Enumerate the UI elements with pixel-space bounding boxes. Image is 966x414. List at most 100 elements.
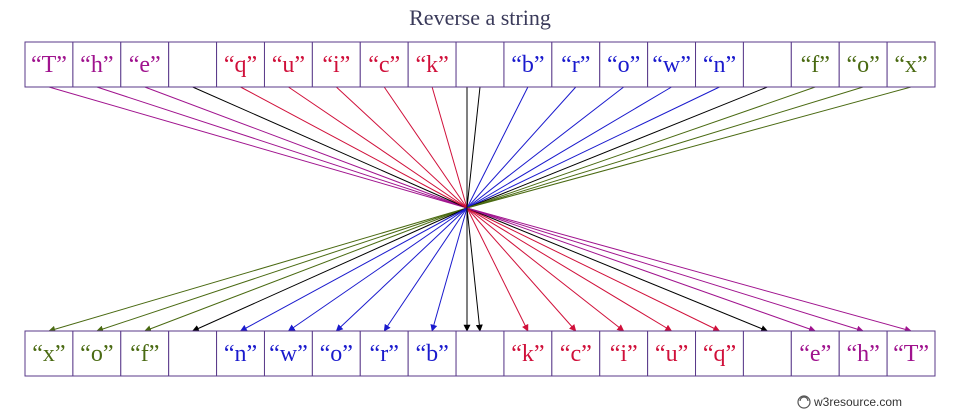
bottom-row-char-label: “i” [610, 341, 638, 367]
top-row-cell: “b” [503, 41, 553, 88]
top-row-cell-box [790, 41, 840, 88]
top-row-cell: “w” [647, 41, 697, 88]
top-row-cell: “k” [407, 41, 457, 88]
bottom-row-cell-box [168, 330, 218, 377]
watermark-text: w3resource.com [813, 395, 902, 409]
diverge-arrow [191, 207, 468, 332]
top-row-cell-box [359, 41, 409, 88]
top-row-cell-box [695, 41, 744, 88]
bottom-row-char-label: “o” [80, 341, 113, 367]
top-row-char-label: “c” [368, 52, 400, 78]
top-row-cell: “c” [359, 41, 409, 88]
diverge-arrow [48, 207, 468, 333]
top-row-cell [455, 41, 505, 88]
top-row-char-label: “w” [652, 52, 691, 78]
bottom-row-cell-box [359, 330, 409, 377]
top-row-char-label: “x” [894, 52, 927, 78]
bottom-row-cell: “h” [838, 330, 888, 377]
bottom-row-cell-box [216, 330, 265, 377]
bottom-row-cell-box [695, 330, 744, 377]
top-row-cell-box [886, 41, 936, 88]
converge-line [48, 86, 468, 209]
converge-line [466, 86, 577, 209]
bottom-row-cell-box [551, 330, 601, 377]
bottom-row-char-label: “e” [799, 341, 831, 367]
bottom-row-char-label: “c” [560, 341, 592, 367]
bottom-row-cell-box [455, 330, 505, 377]
top-row-cell-box [599, 41, 649, 88]
diagram-title: Reverse a string [409, 5, 551, 30]
top-row-char-label: “k” [415, 52, 448, 78]
bottom-row-char-label: “n” [224, 341, 257, 367]
diverge-arrow [466, 207, 912, 333]
converge-line [466, 86, 624, 209]
bottom-row-cell: “n” [216, 330, 265, 377]
converge-line [466, 86, 912, 209]
top-row-cell: “r” [551, 41, 601, 88]
top-row-cell: “o” [599, 41, 649, 88]
mapping-lines [48, 86, 912, 333]
top-row-cell [168, 41, 218, 88]
diverge-arrow [466, 207, 769, 332]
bottom-row-cell: “c” [551, 330, 601, 377]
top-row-cell-box [742, 41, 792, 88]
bottom-row-cell: “q” [695, 330, 744, 377]
top-row-char-label: “q” [224, 52, 257, 78]
bottom-row-cell [742, 330, 792, 377]
converge-line [335, 86, 468, 209]
bottom-row-cell: “b” [407, 330, 457, 377]
bottom-row-cell: “f” [120, 330, 170, 377]
bottom-row-cell-box [742, 330, 792, 377]
bottom-row-char-label: “r” [370, 341, 399, 367]
converge-line [466, 86, 529, 209]
top-row-char-label: “o” [607, 52, 640, 78]
top-row-cell: “u” [263, 41, 313, 88]
top-row-char-label: “u” [272, 52, 305, 78]
top-row-char-label: “n” [703, 52, 736, 78]
converge-line [383, 86, 468, 209]
top-row-cell [742, 41, 792, 88]
top-row-char-label: “h” [80, 52, 113, 78]
diverge-arrow [287, 207, 468, 332]
diverge-arrow [430, 207, 468, 332]
top-row-char-label: “f” [801, 52, 830, 78]
bottom-row-cell-box [72, 330, 122, 377]
top-row-cell-box [216, 41, 265, 88]
top-row-cell: “i” [311, 41, 361, 88]
reversed-string-row: “x”“o”“f”“n”“w”“o”“r”“b”“k”“c”“i”“u”“q”“… [24, 330, 936, 377]
top-row-cell-box [455, 41, 505, 88]
diverge-arrow [466, 207, 577, 332]
top-row-cell-box [647, 41, 697, 88]
bottom-row-cell-box [886, 330, 936, 377]
top-row-cell: “q” [216, 41, 265, 88]
top-row-cell: “x” [886, 41, 936, 88]
top-row-cell-box [168, 41, 218, 88]
top-row-char-label: “e” [129, 52, 161, 78]
diverge-arrow [466, 207, 721, 332]
converge-line [466, 86, 768, 209]
bottom-row-char-label: “q” [703, 341, 736, 367]
top-row-cell-box [72, 41, 122, 88]
bottom-row-char-label: “u” [655, 341, 688, 367]
diverge-arrow [466, 207, 673, 332]
w3resource-logo: w3resource.com [797, 395, 902, 409]
top-row-char-label: “T” [31, 52, 67, 78]
logo-arc [799, 396, 809, 402]
bottom-row-cell-box [24, 330, 74, 377]
bottom-row-cell-box [120, 330, 170, 377]
bottom-row-cell-box [311, 330, 361, 377]
top-row-char-label: “b” [511, 52, 544, 78]
bottom-row-cell-box [263, 330, 313, 377]
top-row-cell-box [311, 41, 361, 88]
converge-line [144, 86, 468, 209]
input-string-row: “T”“h”“e”“q”“u”“i”“c”“k”“b”“r”“o”“w”“n”“… [24, 41, 936, 88]
bottom-row-cell-box [790, 330, 840, 377]
top-row-char-label: “o” [847, 52, 880, 78]
top-row-cell: “h” [72, 41, 122, 88]
converge-line [240, 86, 468, 209]
converge-line [288, 86, 468, 209]
bottom-row-cell-box [407, 330, 457, 377]
converge-line [431, 86, 468, 209]
bottom-row-cell: “e” [790, 330, 840, 377]
